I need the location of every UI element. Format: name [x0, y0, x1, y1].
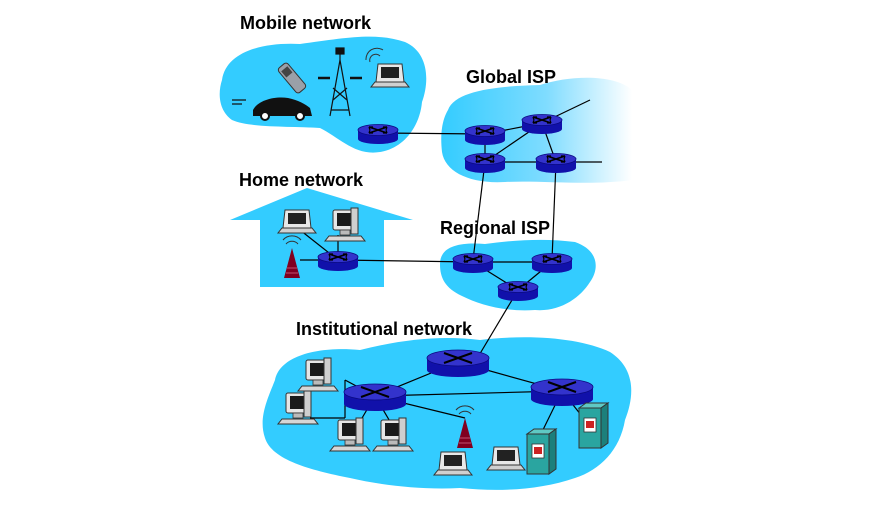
- router-icon: [521, 113, 563, 135]
- home-network-label: Home network: [239, 170, 364, 190]
- router-icon: [317, 250, 359, 272]
- router-icon: [531, 252, 573, 274]
- home-network-house: [230, 188, 413, 287]
- router-icon: [530, 378, 594, 407]
- institutional-network-label: Institutional network: [296, 319, 473, 339]
- router-icon: [343, 383, 407, 412]
- cell-tower-icon: [318, 47, 362, 117]
- global-isp-label: Global ISP: [466, 67, 556, 87]
- mobile-network-cloud: [219, 36, 427, 153]
- cell-phone-icon: [277, 62, 307, 94]
- wireless-signal-icon: [365, 47, 384, 63]
- router-icon: [452, 252, 494, 274]
- server-icon: [578, 402, 609, 449]
- router-icon: [464, 152, 506, 174]
- router-icon: [535, 152, 577, 174]
- router-icon: [464, 124, 506, 146]
- regional-isp-label: Regional ISP: [440, 218, 550, 238]
- server-icon: [526, 428, 557, 475]
- router-icon: [497, 280, 539, 302]
- router-icon: [357, 123, 399, 145]
- router-icon: [426, 349, 490, 378]
- mobile-network-label: Mobile network: [240, 13, 372, 33]
- car-icon: [232, 97, 312, 121]
